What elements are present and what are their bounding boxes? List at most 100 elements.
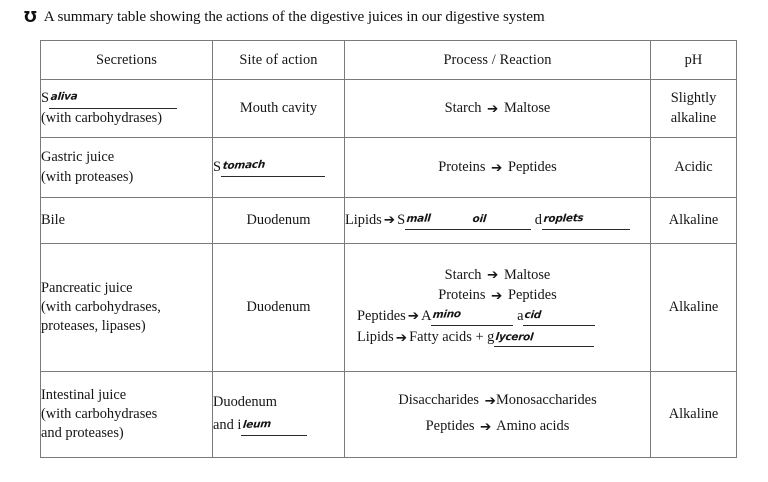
cell-process-intestinal: Disaccharides ➔Monosaccharides Peptides … — [344, 371, 651, 458]
column-header-secretions: Secretions — [40, 40, 213, 80]
wingding-bullet-icon: Ʊ — [24, 8, 37, 26]
reaction-substrate: Starch — [444, 100, 482, 116]
table-row: Saliva (with carbohydrases) Mouth cavity… — [40, 79, 737, 138]
secretion-note-line-1: (with carbohydrases, — [41, 298, 161, 315]
answer-blank-droplets[interactable]: roplets — [541, 212, 630, 230]
cell-process-starch-maltose: Starch ➔ Maltose — [344, 79, 651, 138]
secretion-note-line-2: proteases, lipases) — [41, 318, 146, 334]
handwritten-answer-small: mall — [406, 212, 432, 225]
secretion-note: (with proteases) — [41, 168, 134, 185]
cell-process-proteins-peptides: Proteins ➔ Peptides — [344, 137, 651, 198]
site-printed-name: Duodenum — [213, 393, 277, 410]
site-answer-line: and ileum — [213, 416, 344, 437]
arrow-icon: ➔ — [407, 308, 420, 324]
handwritten-answer-ileum: leum — [242, 417, 272, 431]
handwritten-answer-amino: mino — [432, 308, 462, 321]
secretion-printed-name: Pancreatic juice — [41, 279, 133, 296]
secretion-answer-line: Saliva — [41, 89, 212, 109]
reaction-line: Proteins ➔ Peptides — [345, 287, 650, 304]
summary-table-container: Secretions Site of action Process / Reac… — [40, 40, 737, 458]
reaction-substrate: Starch — [444, 266, 482, 283]
cell-secretion-intestinal-juice: Intestinal juice (with carbohydrases and… — [40, 371, 213, 458]
product-printed-prefix-1: S — [397, 211, 406, 228]
handwritten-answer-glycerol: lycerol — [495, 330, 535, 343]
column-header-site-of-action: Site of action — [212, 40, 345, 80]
cell-ph-slightly-alkaline: Slightly alkaline — [650, 79, 737, 138]
site-printed-prefix: S — [213, 158, 222, 175]
answer-blank-oil[interactable]: oil — [471, 212, 532, 230]
cell-secretion-pancreatic-juice: Pancreatic juice (with carbohydrases, pr… — [40, 243, 213, 372]
reaction-substrate: Lipids — [345, 211, 382, 228]
reaction-product: Peptides — [507, 287, 557, 303]
cell-site-duodenum: Duodenum — [212, 243, 345, 372]
digestive-juices-summary-table: Secretions Site of action Process / Reac… — [40, 40, 737, 458]
secretion-printed-name: Gastric juice — [41, 149, 115, 166]
arrow-icon: ➔ — [491, 287, 503, 304]
answer-blank-saliva[interactable]: aliva — [49, 89, 178, 109]
answer-blank-glycerol[interactable]: lycerol — [494, 329, 595, 347]
arrow-icon: ➔ — [491, 159, 503, 176]
reaction-product: Amino acids — [496, 418, 570, 435]
table-header-row: Secretions Site of action Process / Reac… — [40, 40, 737, 80]
reaction-substrate: Peptides — [425, 418, 475, 435]
product-printed-prefix-1: A — [421, 307, 432, 324]
handwritten-answer-acid: cid — [524, 309, 543, 322]
handwritten-answer-droplets: roplets — [542, 212, 584, 225]
secretion-printed-prefix: S — [41, 89, 50, 106]
table-body: Saliva (with carbohydrases) Mouth cavity… — [40, 79, 737, 458]
arrow-icon: ➔ — [487, 100, 499, 117]
handwritten-answer-saliva: aliva — [50, 90, 78, 104]
product-printed-prefix-1: Fatty acids + g — [409, 329, 495, 345]
cell-site-mouth-cavity: Mouth cavity — [212, 79, 345, 138]
answer-blank-stomach[interactable]: tomach — [221, 158, 326, 177]
cell-process-lipids-droplets: Lipids➔Small oil droplets — [344, 197, 651, 244]
secretion-note: (with carbohydrases) — [41, 110, 163, 126]
page-title-text: A summary table showing the actions of t… — [43, 8, 545, 25]
cell-secretion-gastric-juice: Gastric juice (with proteases) — [40, 137, 213, 198]
reaction-product: Maltose — [503, 100, 551, 116]
cell-secretion-saliva: Saliva (with carbohydrases) — [40, 79, 213, 138]
cell-secretion-bile: Bile — [40, 197, 213, 244]
cell-ph-acidic: Acidic — [650, 137, 737, 198]
answer-blank-acid[interactable]: cid — [523, 308, 596, 326]
reaction-line: Lipids➔Fatty acids + glycerol — [345, 329, 650, 347]
answer-blank-small[interactable]: mall — [405, 212, 472, 230]
site-printed-prefix: and i — [213, 417, 242, 433]
secretion-note-line-2: and proteases) — [41, 425, 124, 441]
cell-ph-alkaline: Alkaline — [650, 243, 737, 372]
product-printed-prefix-2: d — [534, 211, 542, 228]
reaction-substrate: Proteins — [438, 287, 486, 303]
secretion-printed-name: Intestinal juice — [41, 386, 127, 403]
answer-blank-ileum[interactable]: leum — [241, 416, 308, 437]
secretion-note-line-1: (with carbohydrases — [41, 405, 158, 422]
column-header-ph: pH — [650, 40, 737, 80]
reaction-line: Disaccharides ➔Monosaccharides — [345, 392, 650, 409]
page-title: Ʊ A summary table showing the actions of… — [24, 8, 752, 26]
reaction-product: Maltose — [503, 266, 551, 283]
arrow-icon: ➔ — [395, 329, 408, 346]
table-header: Secretions Site of action Process / Reac… — [40, 40, 737, 80]
handwritten-answer-stomach: tomach — [222, 158, 266, 172]
reaction-line: Peptides➔Amino acid — [345, 308, 650, 326]
reaction-line: Starch ➔ Maltose — [345, 267, 650, 284]
reaction-line: Peptides ➔ Amino acids — [345, 418, 650, 435]
table-row: Pancreatic juice (with carbohydrases, pr… — [40, 243, 737, 372]
arrow-icon: ➔ — [487, 267, 499, 283]
reaction-line: Starch ➔ Maltose — [345, 100, 650, 117]
handwritten-answer-oil: oil — [472, 213, 487, 226]
table-row: Gastric juice (with proteases) Stomach P… — [40, 137, 737, 198]
cell-ph-alkaline: Alkaline — [650, 371, 737, 458]
answer-blank-amino[interactable]: mino — [431, 308, 514, 326]
reaction-line: Proteins ➔ Peptides — [345, 159, 650, 176]
reaction-product: Peptides — [507, 159, 557, 175]
reaction-substrate: Lipids — [357, 329, 394, 345]
product-printed-prefix-2: a — [517, 307, 524, 324]
column-header-process-reaction: Process / Reaction — [344, 40, 651, 80]
cell-site-duodenum-ileum: Duodenum and ileum — [212, 371, 345, 458]
reaction-product: Monosaccharides — [495, 392, 597, 409]
reaction-substrate: Disaccharides — [398, 392, 480, 409]
arrow-icon: ➔ — [383, 212, 396, 228]
arrow-icon: ➔ — [484, 392, 496, 409]
table-row: Intestinal juice (with carbohydrases and… — [40, 371, 737, 458]
cell-site-stomach: Stomach — [212, 137, 345, 198]
